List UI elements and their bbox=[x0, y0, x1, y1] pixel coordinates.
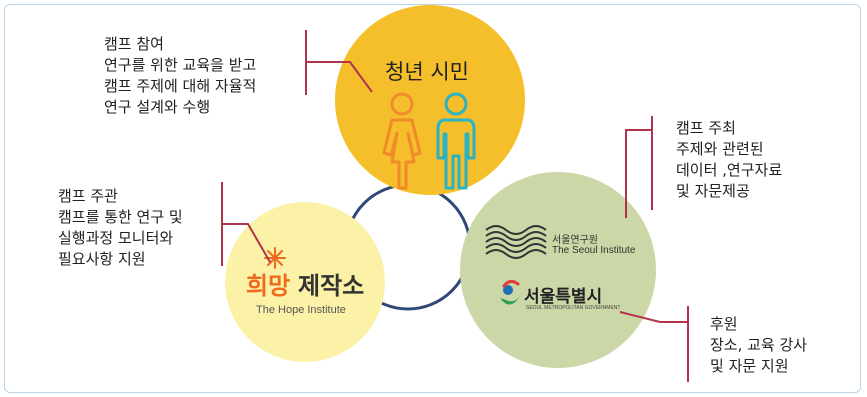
host-callout-line-3: 및 자문제공 bbox=[676, 182, 750, 200]
sponsor-callout-line-1: 장소, 교육 강사 bbox=[710, 336, 808, 354]
participation-callout-title: 캠프 참여 bbox=[104, 35, 164, 53]
woman-icon bbox=[382, 92, 422, 190]
youth-citizen-label: 청년 시민 bbox=[385, 60, 469, 84]
organizer-callout: 캠프 주관 캠프를 통한 연구 및 실행과정 모니터와 필요사항 지원 bbox=[58, 186, 183, 270]
hope-logo-subtitle: The Hope Institute bbox=[256, 304, 346, 316]
sponsor-callout-line-2: 및 자문 지원 bbox=[710, 357, 789, 375]
sponsor-callout-title: 후원 bbox=[710, 315, 738, 333]
host-callout-line-1: 주제와 관련된 bbox=[676, 140, 764, 158]
seoul-institute-logo-icon bbox=[485, 225, 547, 259]
participation-callout: 캠프 참여 연구를 위한 교육을 받고 캠프 주제에 대해 자율적 연구 설계와… bbox=[104, 34, 256, 118]
seoul-city-name-kr: 서울특별시 bbox=[524, 287, 603, 307]
host-callout-line-2: 데이터 ,연구자료 bbox=[676, 161, 783, 179]
seoul-institute-name-kr: 서울연구원 bbox=[552, 235, 598, 246]
hope-circle bbox=[225, 202, 385, 362]
seoul-city-logo-icon bbox=[500, 279, 520, 305]
host-callout-title: 캠프 주최 bbox=[676, 119, 736, 137]
hope-logo-text-a: 희망 bbox=[246, 272, 291, 300]
youth-circle bbox=[335, 5, 525, 195]
organizer-callout-line-1: 캠프를 통한 연구 및 bbox=[58, 208, 183, 226]
host-callout: 캠프 주최 주제와 관련된 데이터 ,연구자료 및 자문제공 bbox=[676, 118, 782, 202]
seoul-city-name-en: SEOUL METROPOLITAN GOVERNMENT bbox=[526, 305, 621, 311]
participation-callout-line-3: 연구 설계와 수행 bbox=[104, 98, 211, 116]
participation-callout-line-1: 연구를 위한 교육을 받고 bbox=[104, 56, 257, 74]
man-icon bbox=[436, 92, 476, 190]
sponsor-callout-line bbox=[619, 306, 689, 382]
organizer-callout-line-3: 필요사항 지원 bbox=[58, 250, 146, 268]
organizer-callout-line bbox=[221, 182, 271, 266]
diagram-frame bbox=[4, 4, 861, 393]
sponsor-callout: 후원 장소, 교육 강사 및 자문 지원 bbox=[710, 314, 807, 377]
participation-callout-line bbox=[305, 30, 373, 95]
seoul-circle bbox=[460, 172, 656, 368]
hope-logo-text-b: 제작소 bbox=[298, 272, 365, 300]
participation-callout-line-2: 캠프 주제에 대해 자율적 bbox=[104, 77, 257, 95]
organizer-callout-title: 캠프 주관 bbox=[58, 187, 118, 205]
organizer-callout-line-2: 실행과정 모니터와 bbox=[58, 229, 174, 247]
seoul-institute-name-en: The Seoul Institute bbox=[552, 245, 636, 256]
host-callout-line bbox=[625, 116, 653, 218]
